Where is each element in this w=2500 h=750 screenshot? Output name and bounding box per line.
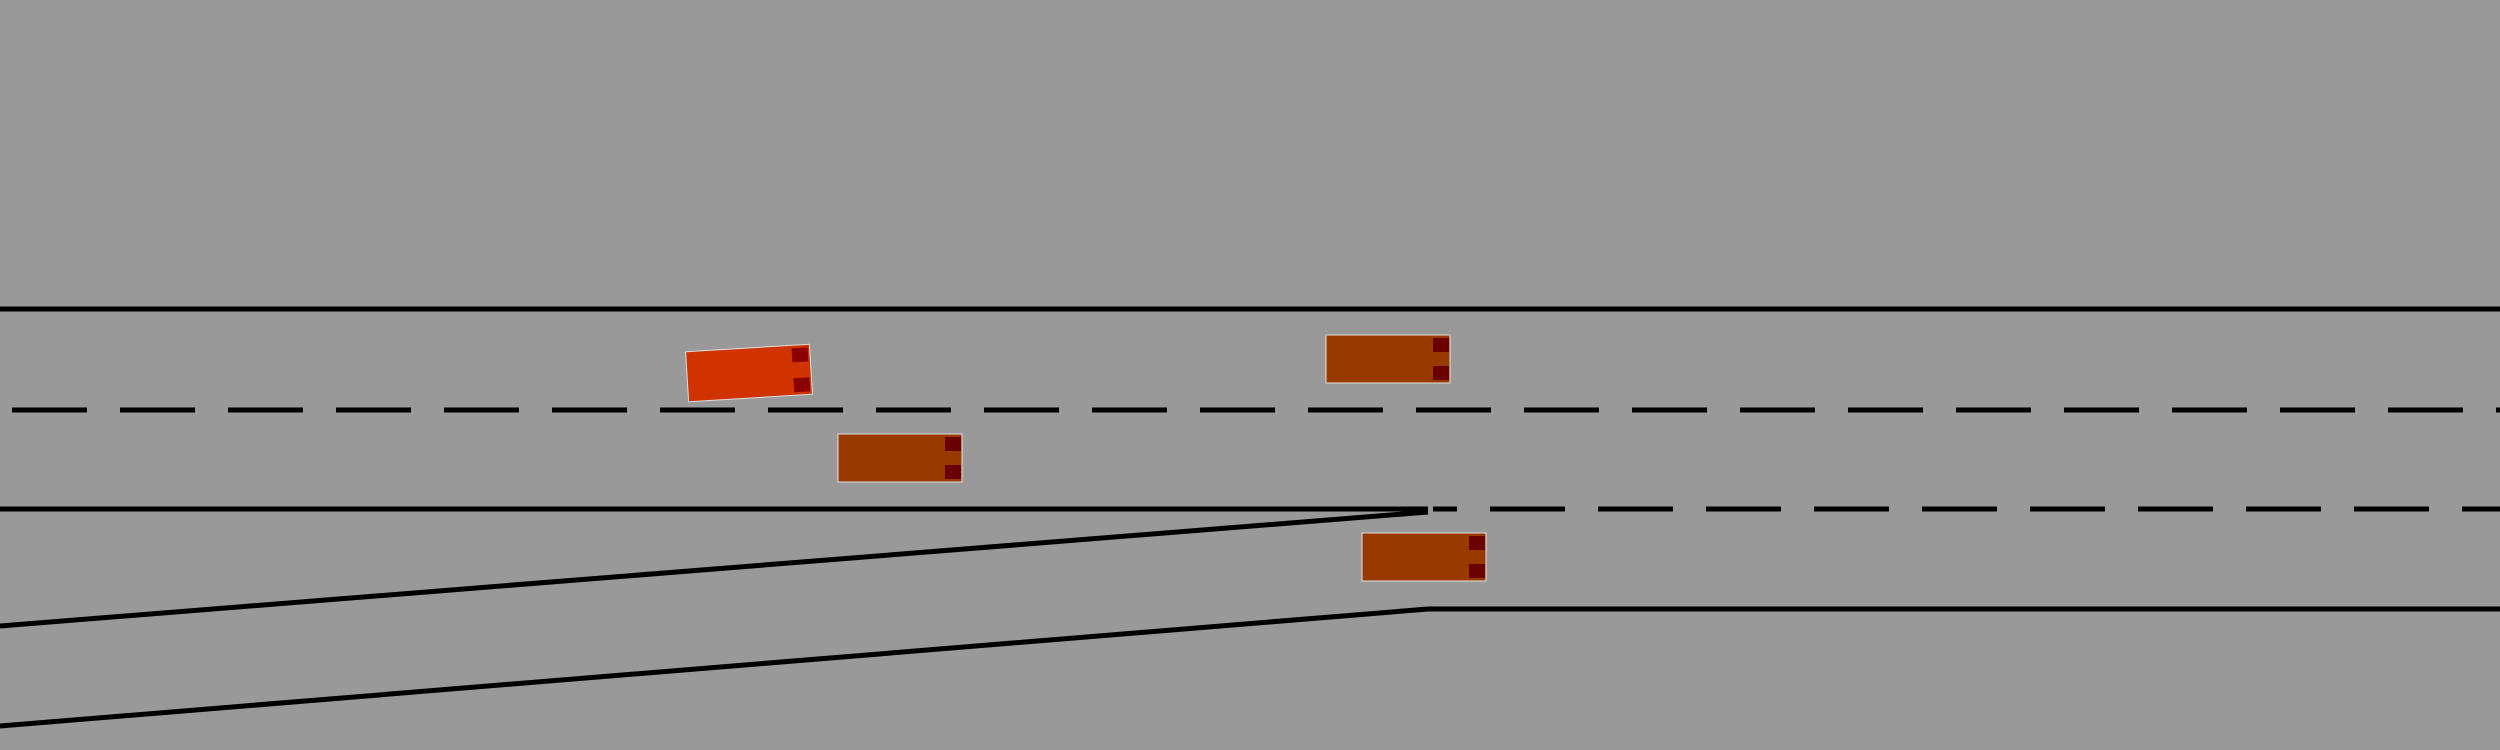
ego-vehicle-body (685, 343, 813, 403)
other-vehicle-body (837, 433, 963, 483)
other-vehicle-body (1325, 334, 1451, 384)
other-vehicle-headlight (945, 465, 961, 479)
ego-vehicle-headlight-right (793, 377, 811, 393)
other-vehicle-headlight (945, 437, 961, 451)
on-ramp-upper-edge (0, 509, 1429, 629)
other-vehicle-headlight (1469, 536, 1485, 550)
other-vehicle-headlight (1433, 366, 1449, 380)
ego-vehicle (685, 343, 813, 403)
on-ramp-lower-edge (0, 606, 1429, 729)
other-vehicle-3 (1361, 532, 1487, 582)
other-vehicle-body (1361, 532, 1487, 582)
ego-vehicle-headlight-left (791, 347, 809, 363)
other-vehicle-2 (837, 433, 963, 483)
other-vehicle-headlight (1469, 564, 1485, 578)
other-vehicle-headlight (1433, 338, 1449, 352)
other-vehicle-1 (1325, 334, 1451, 384)
